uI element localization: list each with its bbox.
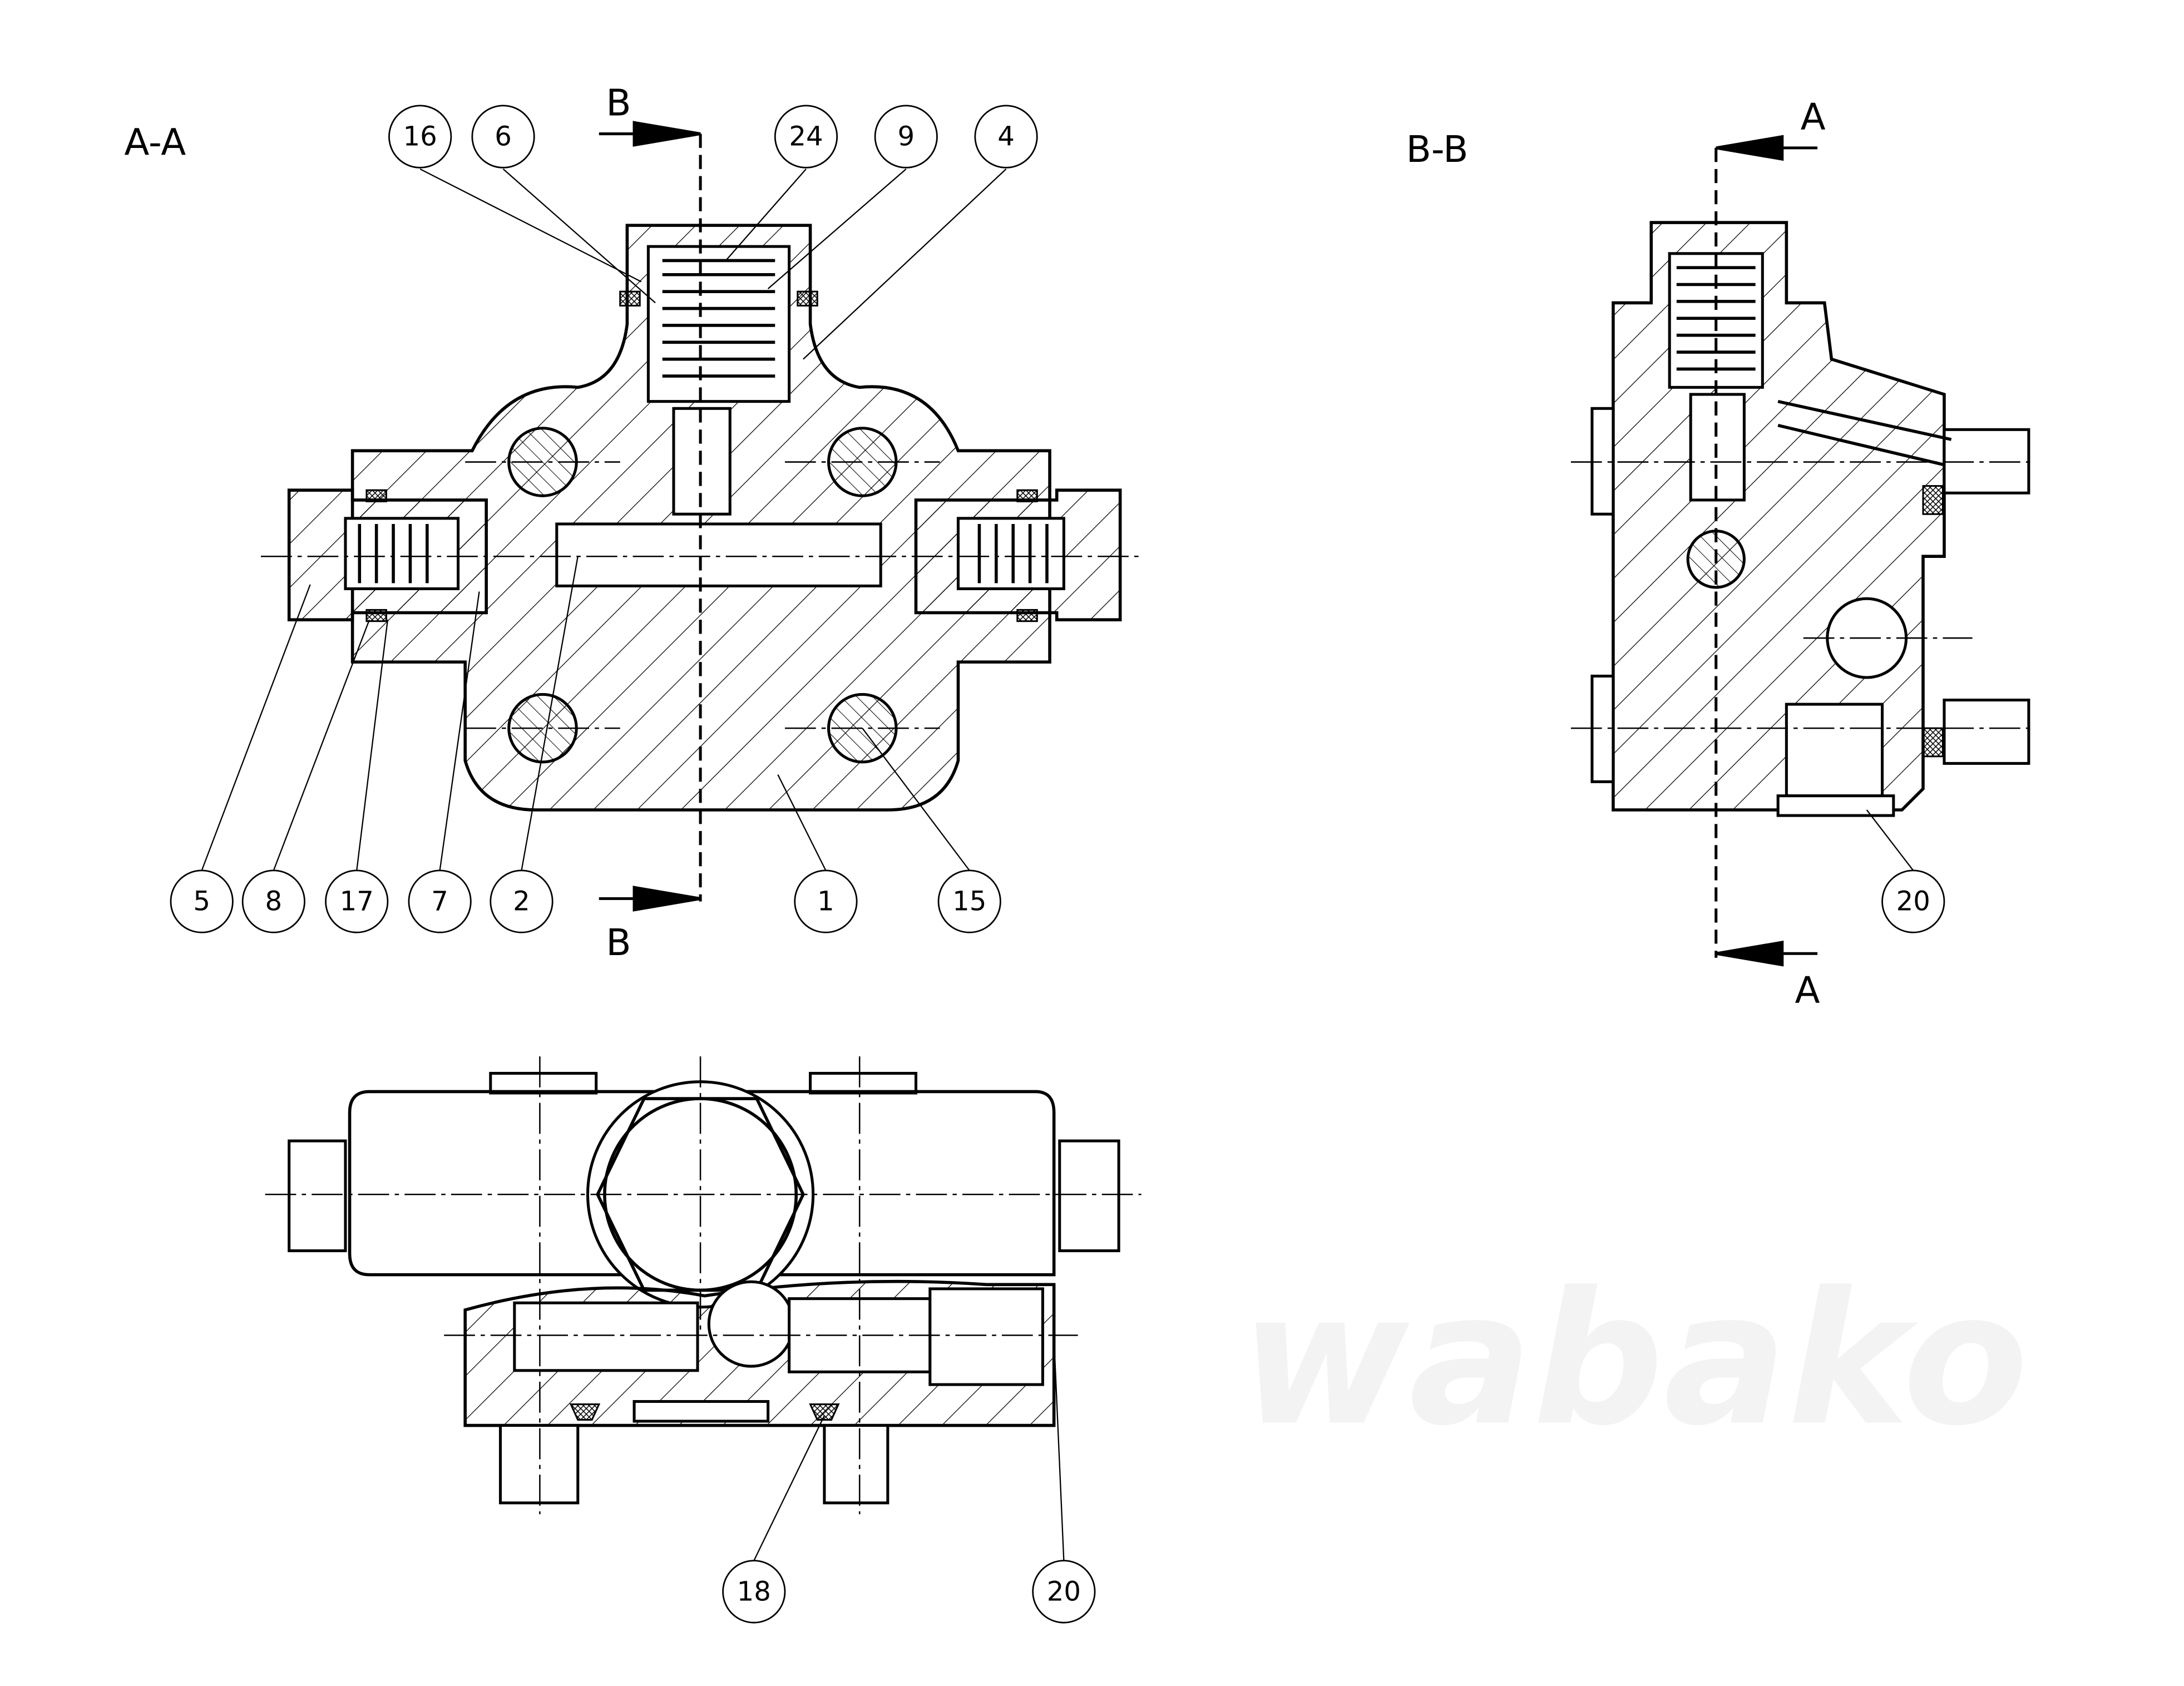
watermark: wabako [1240, 1252, 2028, 1466]
cut-label-a-top: A [1801, 96, 1826, 139]
svg-text:2: 2 [513, 886, 530, 917]
cut-label-b-top: B [606, 82, 631, 125]
balloon-2: 2 [490, 869, 554, 933]
balloon-18: 18 [722, 1560, 786, 1624]
svg-text:20: 20 [1047, 1576, 1081, 1607]
svg-text:16: 16 [403, 121, 437, 152]
svg-text:17: 17 [340, 886, 374, 917]
svg-text:1: 1 [817, 886, 834, 917]
balloon-20-bb: 20 [1881, 869, 1945, 933]
balloon-7: 7 [408, 869, 472, 933]
svg-text:5: 5 [193, 886, 210, 917]
svg-text:15: 15 [952, 886, 986, 917]
leader-lines [201, 168, 1914, 1561]
cut-label-a-bottom: A [1795, 969, 1820, 1012]
section-aa-view: A-A B B [124, 82, 1142, 964]
svg-text:7: 7 [431, 886, 448, 917]
svg-text:4: 4 [997, 121, 1015, 152]
section-bb-view: B-B A A [1406, 96, 2036, 1012]
section-bb-title: B-B [1406, 128, 1469, 171]
valve-body-side [1612, 221, 1946, 812]
svg-text:18: 18 [737, 1576, 771, 1607]
balloon-16: 16 [388, 105, 452, 169]
balloon-15: 15 [937, 869, 1001, 933]
balloon-9: 9 [874, 105, 938, 169]
balloon-5: 5 [170, 869, 234, 933]
balloon-4: 4 [974, 105, 1038, 169]
balloon-1: 1 [794, 869, 858, 933]
svg-text:8: 8 [265, 886, 283, 917]
svg-text:6: 6 [495, 121, 512, 152]
cut-label-b-bottom: B [606, 921, 631, 964]
svg-text:20: 20 [1896, 886, 1930, 917]
svg-text:24: 24 [789, 121, 823, 152]
balloon-6: 6 [471, 105, 535, 169]
balloon-17: 17 [325, 869, 389, 933]
spring-top [662, 259, 775, 378]
balloon-20-bottom: 20 [1032, 1560, 1096, 1624]
section-aa-title: A-A [124, 121, 186, 164]
bottom-view [265, 1056, 1142, 1515]
balloon-24: 24 [774, 105, 838, 169]
balloon-8: 8 [241, 869, 305, 933]
svg-text:9: 9 [897, 121, 915, 152]
